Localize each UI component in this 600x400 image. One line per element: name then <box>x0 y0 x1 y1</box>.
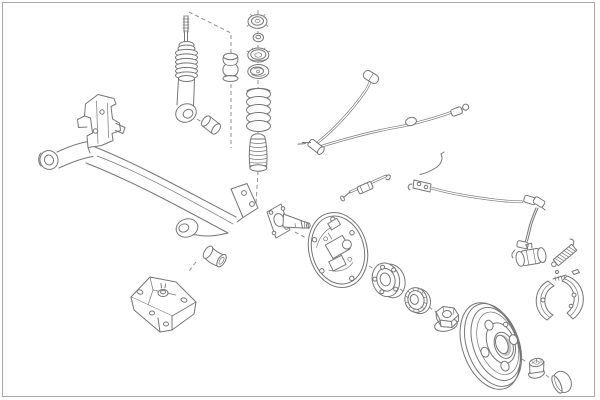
mount-washer <box>252 32 264 43</box>
brake-pipe <box>511 196 546 259</box>
dust-cap <box>551 370 572 394</box>
hub-nut <box>434 306 459 332</box>
spring-dust-boot <box>248 133 268 172</box>
beam-bushing <box>202 245 227 268</box>
castle-nut <box>528 357 545 379</box>
shock-absorber <box>175 15 198 123</box>
hub-flange <box>371 262 406 299</box>
shoe-return-spring <box>551 238 578 268</box>
mounting-bracket <box>130 276 197 333</box>
brake-shoe-set <box>535 269 584 321</box>
wheel-bearing <box>404 287 432 315</box>
strut-mount-cap <box>246 14 269 29</box>
rear-brake-cable <box>407 151 546 211</box>
backing-plate <box>307 212 369 288</box>
spring-seat-lower <box>247 64 270 79</box>
stub-axle <box>266 203 311 239</box>
wheel-cylinder <box>515 242 547 267</box>
cable-adjuster-rod <box>340 174 391 202</box>
coil-spring <box>246 87 271 132</box>
spring-seat-upper <box>246 47 271 63</box>
shock-bushing <box>200 115 222 135</box>
rear-axle-beam <box>38 94 259 238</box>
brake-drum <box>459 302 523 390</box>
parking-brake-cable <box>297 69 470 155</box>
bump-stop <box>222 52 239 82</box>
